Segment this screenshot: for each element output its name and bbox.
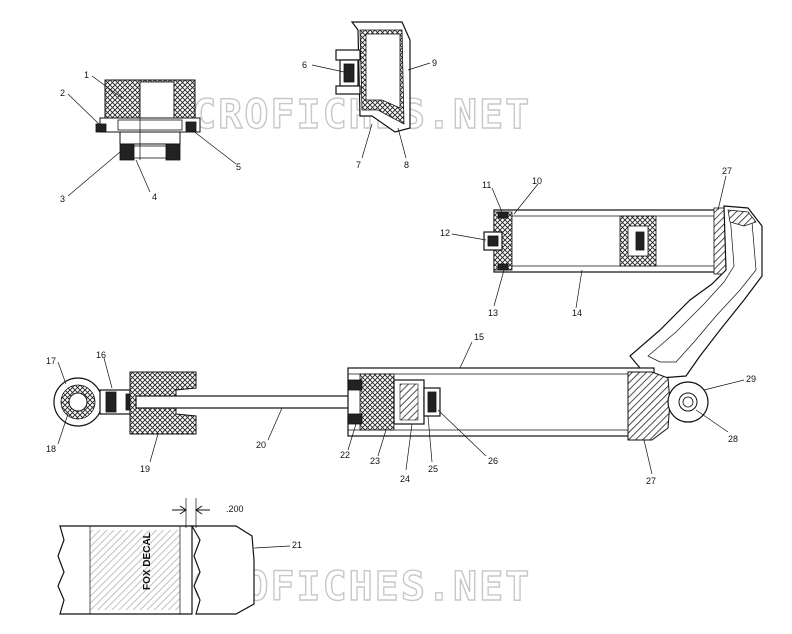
callout-21: 21 bbox=[292, 540, 302, 550]
dimension-label: .200 bbox=[226, 504, 244, 514]
callout-11: 11 bbox=[482, 180, 491, 190]
callout-20: 20 bbox=[256, 440, 266, 450]
callout-16: 16 bbox=[96, 350, 106, 360]
callout-28: 28 bbox=[728, 434, 738, 444]
callout-27-bottom: 27 bbox=[646, 476, 656, 486]
callout-25: 25 bbox=[428, 464, 438, 474]
callout-17: 17 bbox=[46, 356, 56, 366]
callout-15: 15 bbox=[474, 332, 484, 342]
callout-29: 29 bbox=[746, 374, 756, 384]
callout-13: 13 bbox=[488, 308, 498, 318]
callout-19: 19 bbox=[140, 464, 150, 474]
main-shock-assembly bbox=[53, 367, 709, 441]
end-cap-detail bbox=[335, 21, 411, 133]
callout-4: 4 bbox=[152, 192, 157, 202]
callout-6: 6 bbox=[302, 60, 307, 70]
decal-detail: FOX DECAL .200 21 bbox=[57, 498, 302, 615]
callout-24: 24 bbox=[400, 474, 410, 484]
watermark-top: MICROFICHES.NET bbox=[140, 92, 531, 138]
callouts-reservoir: 11 10 12 13 14 27 bbox=[440, 166, 732, 318]
callout-2: 2 bbox=[60, 88, 65, 98]
callout-12: 12 bbox=[440, 228, 450, 238]
callouts-main: 16 17 18 19 20 15 22 23 24 25 26 27 28 2… bbox=[46, 332, 756, 486]
callout-22: 22 bbox=[340, 450, 350, 460]
reservoir-assembly bbox=[483, 205, 763, 379]
seal-assembly-detail bbox=[95, 79, 201, 161]
callout-27-top: 27 bbox=[722, 166, 732, 176]
callout-14: 14 bbox=[572, 308, 582, 318]
callout-8: 8 bbox=[404, 160, 409, 170]
callout-1: 1 bbox=[84, 70, 89, 80]
callout-18: 18 bbox=[46, 444, 56, 454]
callout-10: 10 bbox=[532, 176, 542, 186]
callout-23: 23 bbox=[370, 456, 380, 466]
callout-5: 5 bbox=[236, 162, 241, 172]
decal-label: FOX DECAL bbox=[142, 532, 153, 590]
callout-7: 7 bbox=[356, 160, 361, 170]
callout-26: 26 bbox=[488, 456, 498, 466]
callout-9: 9 bbox=[432, 58, 437, 68]
callout-3: 3 bbox=[60, 194, 65, 204]
callouts-end-cap: 6 9 7 8 bbox=[302, 58, 437, 170]
callouts-seal: 1 2 3 4 5 bbox=[60, 70, 241, 204]
